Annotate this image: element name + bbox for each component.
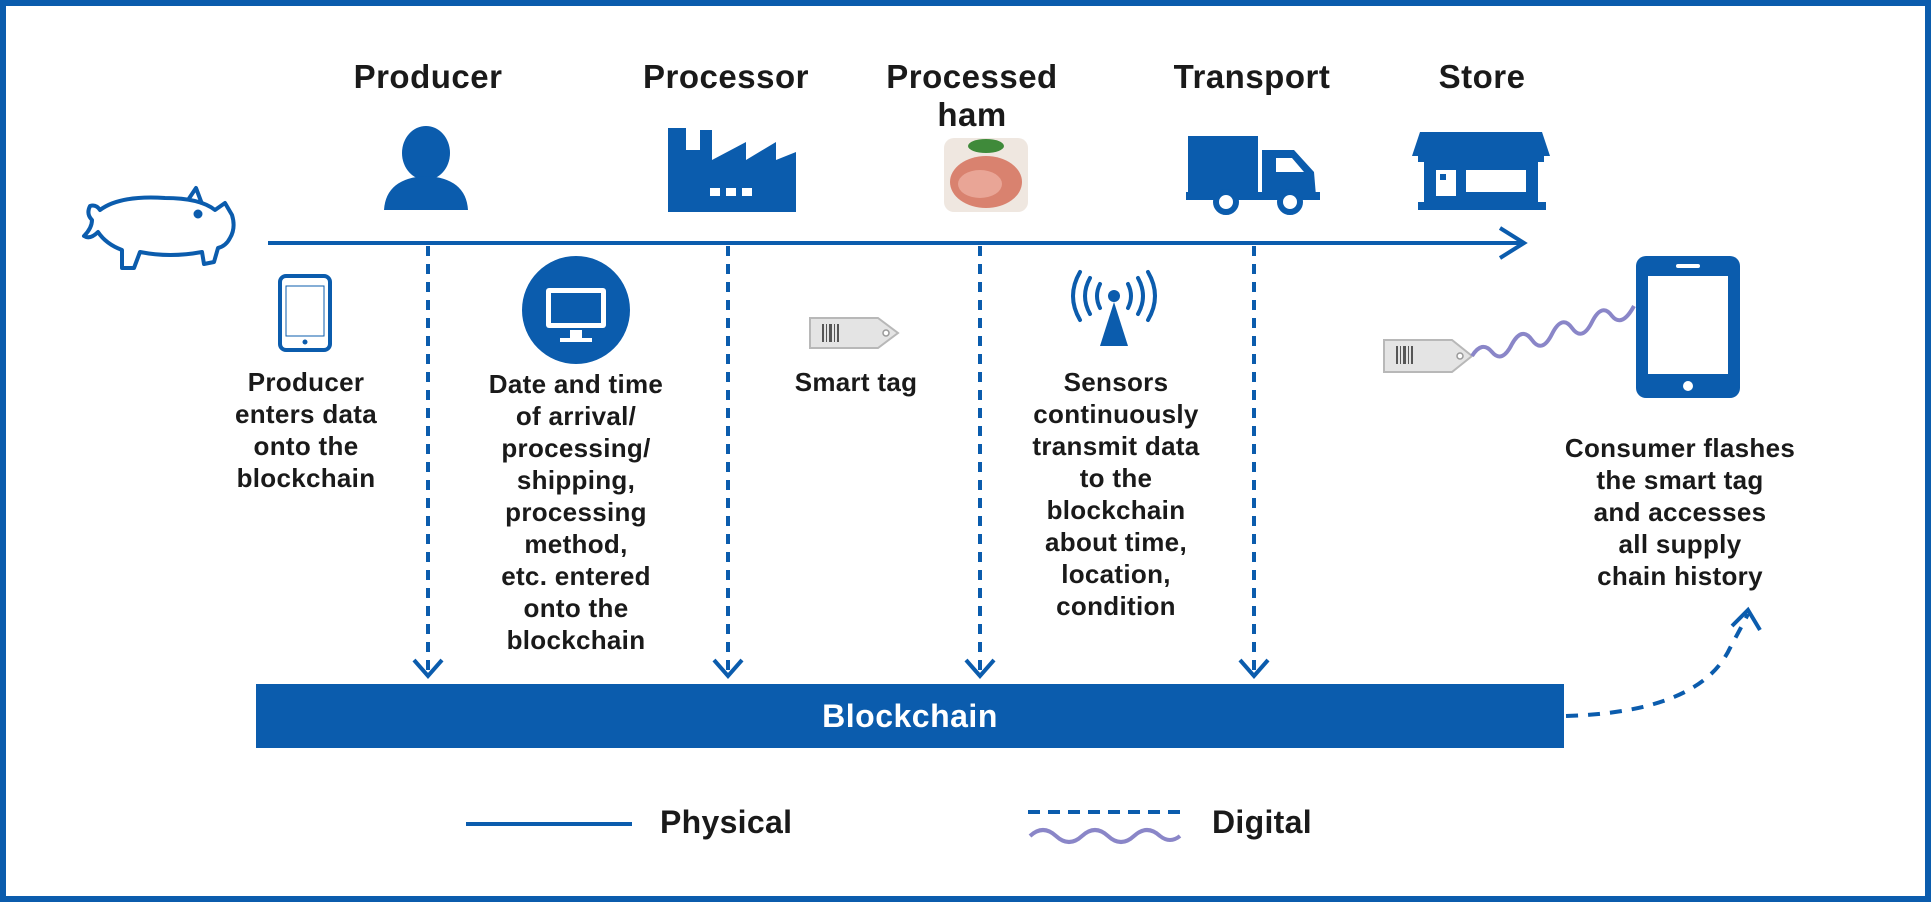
wireless-scan-wave bbox=[1470, 305, 1636, 359]
smart-tag-label: Smart tag bbox=[794, 367, 918, 397]
sensors-note: Sensors continuously transmit data to th… bbox=[1032, 367, 1200, 621]
digital-arrows bbox=[412, 246, 1270, 680]
stage-label-transport: Transport bbox=[1173, 58, 1331, 95]
ham-package-icon bbox=[944, 138, 1028, 212]
legend-physical-label: Physical bbox=[660, 804, 793, 840]
legend-digital-wave bbox=[1028, 828, 1182, 844]
consumer-arrow-head bbox=[1730, 606, 1762, 632]
tablet-icon bbox=[278, 274, 332, 352]
stage-label-store: Store bbox=[1438, 58, 1526, 95]
legend-digital-label: Digital bbox=[1212, 804, 1312, 840]
antenna-icon bbox=[1071, 270, 1157, 346]
processor-note: Date and time of arrival/ processing/ sh… bbox=[488, 369, 664, 655]
blockchain-label: Blockchain bbox=[822, 697, 998, 734]
factory-icon bbox=[668, 128, 796, 212]
consumer-note: Consumer flashes the smart tag and acces… bbox=[1564, 433, 1796, 591]
stage-label-processor: Processor bbox=[643, 58, 809, 95]
truck-icon bbox=[1186, 136, 1320, 215]
monitor-icon bbox=[522, 256, 630, 364]
producer-note: Producer enters data onto the blockchain bbox=[234, 367, 378, 493]
store-icon bbox=[1412, 132, 1550, 210]
stage-label-processed-ham: Processed ham bbox=[886, 58, 1058, 133]
smart-tag-icon bbox=[809, 317, 900, 349]
consumer-access-arrow bbox=[1565, 613, 1750, 718]
person-icon bbox=[384, 126, 468, 210]
pig-icon bbox=[82, 186, 236, 270]
consumer-smart-tag-icon bbox=[1383, 339, 1474, 373]
arrow-head bbox=[1498, 226, 1528, 260]
smartphone-icon bbox=[1636, 256, 1740, 398]
stage-label-producer: Producer bbox=[353, 58, 503, 95]
blockchain-bar: Blockchain bbox=[256, 684, 1564, 748]
